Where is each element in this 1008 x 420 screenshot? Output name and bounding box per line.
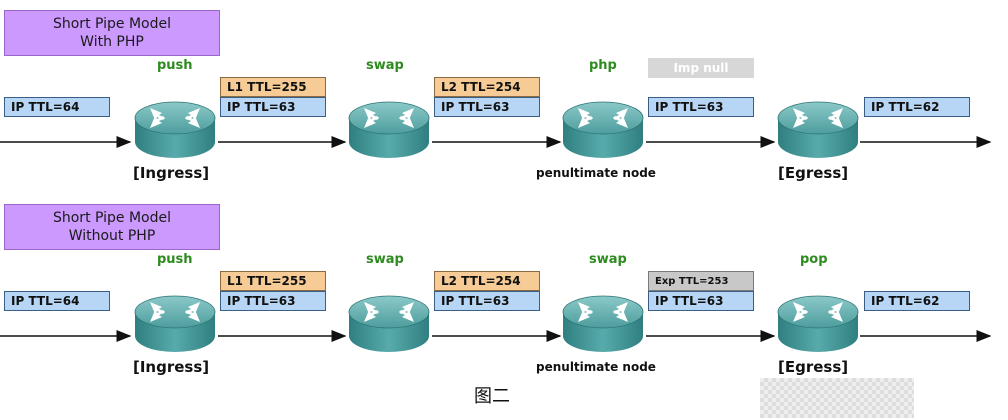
- label-hop1-ip-top: IP TTL=63: [220, 97, 326, 117]
- label-hop2-ip-bottom: IP TTL=63: [434, 291, 540, 311]
- title-bottom: Short Pipe Model Without PHP: [4, 204, 220, 250]
- router-icon: [775, 290, 861, 356]
- router-icon: [132, 290, 218, 356]
- router-icon: [560, 96, 646, 162]
- router-icon: [132, 96, 218, 162]
- label-hop1-ip-bottom: IP TTL=63: [220, 291, 326, 311]
- op-push-top: push: [157, 58, 193, 73]
- router-icon: [775, 96, 861, 162]
- caption-egress-bottom: [Egress]: [778, 358, 849, 376]
- label-hop2-ip-top: IP TTL=63: [434, 97, 540, 117]
- title-top-line1: Short Pipe Model: [52, 16, 172, 32]
- label-hop3-exp-bottom: Exp TTL=253: [648, 271, 754, 291]
- label-hop1-mpls-bottom: L1 TTL=255: [220, 271, 326, 291]
- op-swap-top: swap: [366, 58, 404, 73]
- label-hop3-ip-bottom: IP TTL=63: [648, 291, 754, 311]
- watermark-pattern: [760, 378, 914, 418]
- label-egress-out-bottom: IP TTL=62: [864, 291, 970, 311]
- label-hop3-ip-top: IP TTL=63: [648, 97, 754, 117]
- title-top-line2: With PHP: [80, 34, 144, 50]
- router-icon: [346, 96, 432, 162]
- title-bottom-line1: Short Pipe Model: [52, 210, 172, 226]
- op-push-bottom: push: [157, 252, 193, 267]
- caption-penultimate-bottom: penultimate node: [536, 360, 656, 374]
- caption-ingress-top: [Ingress]: [133, 164, 210, 182]
- title-top: Short Pipe Model With PHP: [4, 10, 220, 56]
- title-bottom-line2: Without PHP: [68, 228, 156, 244]
- figure-caption: 图二: [474, 386, 510, 407]
- op-pop-bottom: pop: [800, 252, 828, 267]
- op-swap-bottom: swap: [366, 252, 404, 267]
- label-hop1-mpls-top: L1 TTL=255: [220, 77, 326, 97]
- label-egress-out-top: IP TTL=62: [864, 97, 970, 117]
- label-ingress-in-bottom: IP TTL=64: [4, 291, 110, 311]
- label-hop2-mpls-bottom: L2 TTL=254: [434, 271, 540, 291]
- caption-egress-top: [Egress]: [778, 164, 849, 182]
- router-icon: [346, 290, 432, 356]
- label-hop3-impnull-top: Imp null: [648, 58, 754, 78]
- op-php-top: php: [589, 58, 617, 73]
- router-icon: [560, 290, 646, 356]
- caption-penultimate-top: penultimate node: [536, 166, 656, 180]
- op-swap2-bottom: swap: [589, 252, 627, 267]
- label-hop2-mpls-top: L2 TTL=254: [434, 77, 540, 97]
- label-ingress-in-top: IP TTL=64: [4, 97, 110, 117]
- caption-ingress-bottom: [Ingress]: [133, 358, 210, 376]
